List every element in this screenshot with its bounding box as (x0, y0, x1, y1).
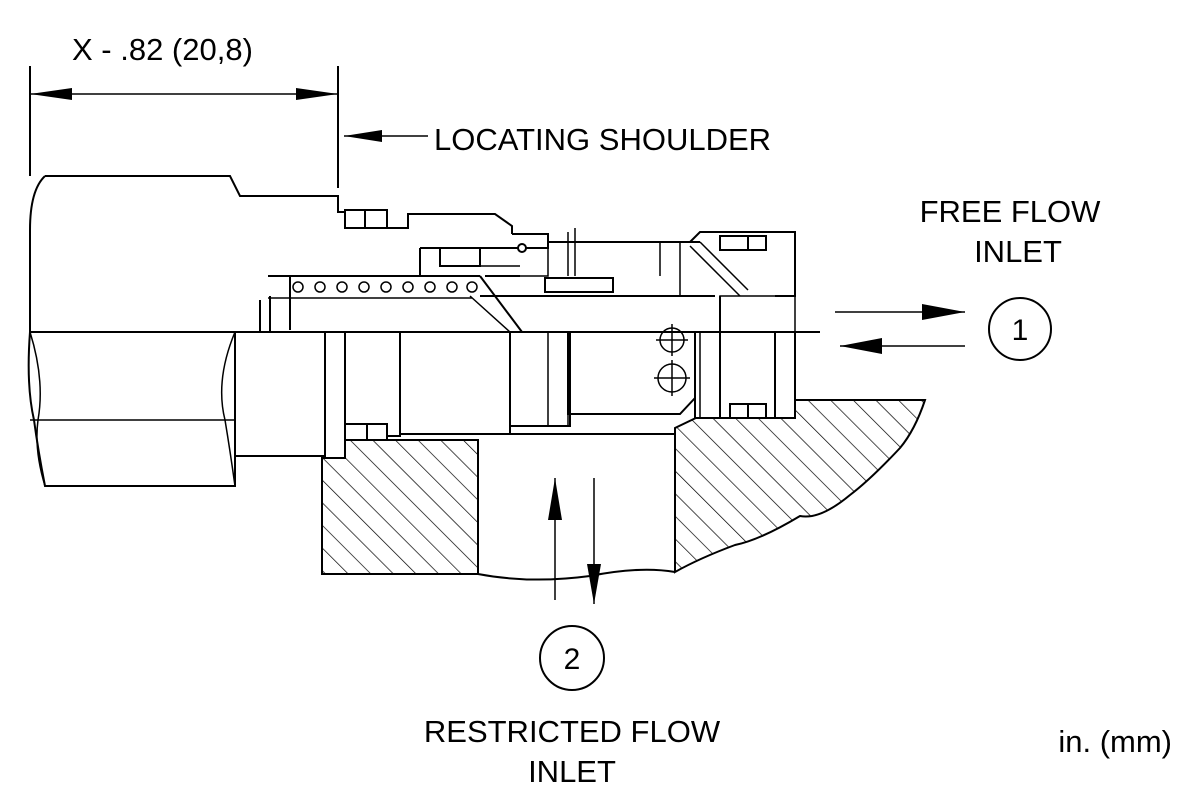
manifold-body (321, 399, 927, 581)
locating-shoulder-callout: LOCATING SHOULDER (344, 122, 771, 157)
spring (292, 281, 478, 293)
units-label: in. (mm) (1058, 724, 1172, 759)
port-1-number: 1 (1012, 314, 1029, 347)
hex-nut (27, 175, 820, 487)
restricted-flow-label-line2: INLET (528, 754, 616, 789)
dimension-label: X - .82 (20,8) (72, 32, 253, 67)
free-flow-label-line1: FREE FLOW (920, 194, 1102, 229)
restricted-flow-label-line1: RESTRICTED FLOW (424, 714, 721, 749)
port-1-callout: 1 FREE FLOW INLET (835, 194, 1102, 361)
port-2-circle (539, 625, 605, 691)
free-flow-label-line2: INLET (974, 234, 1062, 269)
valve-internals (234, 209, 796, 459)
port-1-circle (988, 297, 1052, 361)
dimension-x: X - .82 (20,8) (29, 32, 339, 188)
port-2-number: 2 (564, 643, 581, 676)
port-2-callout: 2 RESTRICTED FLOW INLET (424, 478, 721, 789)
locating-shoulder-label: LOCATING SHOULDER (434, 122, 771, 157)
